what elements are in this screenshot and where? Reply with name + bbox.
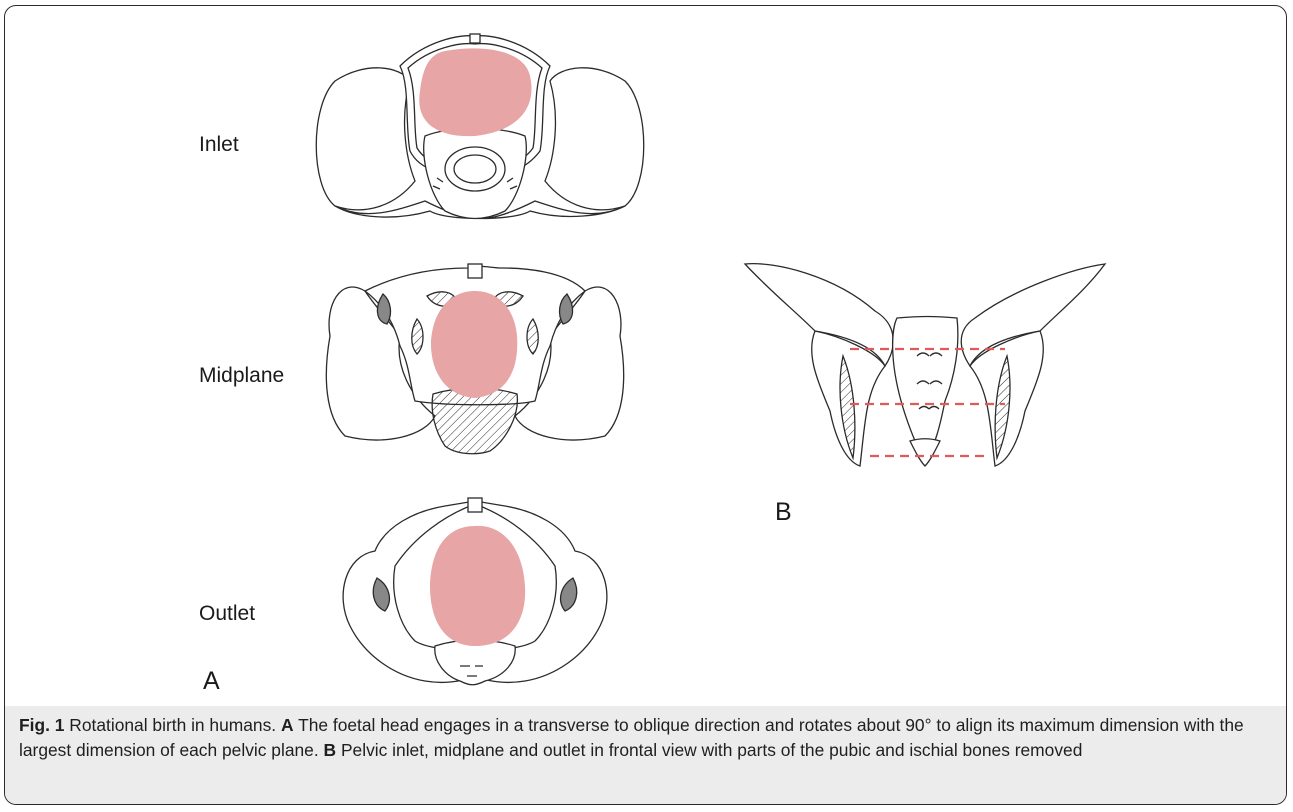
outlet-foetal-head — [430, 526, 525, 646]
caption-b-text: Pelvic inlet, midplane and outlet in fro… — [341, 740, 1082, 760]
figure-frame: Inlet Midplane Outlet A B Fig. 1 Rotatio… — [4, 5, 1287, 805]
figure-caption: Fig. 1 Rotational birth in humans. A The… — [19, 713, 1268, 763]
midplane-label: Midplane — [199, 364, 284, 388]
outlet-label: Outlet — [199, 602, 255, 626]
midplane-foetal-head — [431, 291, 517, 398]
figure-illustration — [5, 6, 1287, 706]
panel-a-letter: A — [203, 667, 220, 696]
caption-figure-number: Fig. 1 — [19, 715, 64, 735]
caption-a-label: A — [281, 715, 294, 735]
frontal-pelvis-drawing — [745, 264, 1105, 466]
inlet-label: Inlet — [199, 133, 239, 157]
caption-b-label: B — [324, 740, 337, 760]
panel-b-letter: B — [775, 498, 792, 527]
caption-title: Rotational birth in humans. — [69, 715, 276, 735]
